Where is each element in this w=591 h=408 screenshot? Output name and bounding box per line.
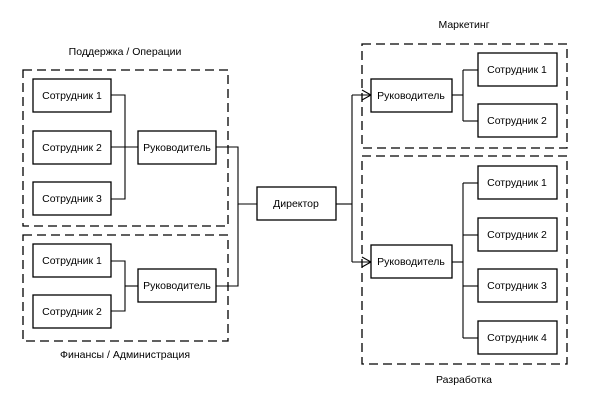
development-connectors [452, 182, 478, 339]
finance-employee-2[interactable]: Сотрудник 2 [32, 294, 112, 329]
marketing-employee-2[interactable]: Сотрудник 2 [477, 103, 558, 138]
finance-manager-label: Руководитель [143, 280, 211, 292]
support-employee-2[interactable]: Сотрудник 2 [32, 130, 112, 165]
marketing-employee-2-label: Сотрудник 2 [487, 115, 547, 127]
development-employee-3[interactable]: Сотрудник 3 [477, 268, 558, 303]
group-development-frame [361, 155, 568, 365]
director-right-connectors [336, 89, 373, 268]
marketing-manager-label: Руководитель [377, 90, 445, 102]
group-development-label: Разработка [436, 374, 492, 386]
marketing-employee-1-label: Сотрудник 1 [487, 64, 547, 76]
finance-manager[interactable]: Руководитель [137, 268, 217, 303]
support-employee-2-label: Сотрудник 2 [42, 142, 102, 154]
support-manager-label: Руководитель [143, 142, 211, 154]
development-manager-label: Руководитель [377, 256, 445, 268]
group-finance-frame [22, 234, 229, 342]
group-finance-label: Финансы / Администрация [60, 349, 190, 361]
director[interactable]: Директор [256, 186, 337, 221]
support-manager[interactable]: Руководитель [137, 130, 217, 165]
director-label: Директор [273, 198, 319, 210]
development-employee-4[interactable]: Сотрудник 4 [477, 320, 558, 355]
support-employee-3[interactable]: Сотрудник 3 [32, 181, 112, 216]
finance-connectors [111, 204, 239, 312]
support-employee-1-label: Сотрудник 1 [42, 90, 102, 102]
development-employee-1-label: Сотрудник 1 [487, 177, 547, 189]
group-marketing-frame [361, 43, 568, 149]
development-manager[interactable]: Руководитель [370, 244, 453, 279]
support-connectors [111, 94, 257, 205]
group-support-label: Поддержка / Операции [69, 46, 182, 58]
marketing-employee-1[interactable]: Сотрудник 1 [477, 52, 558, 87]
development-employee-1[interactable]: Сотрудник 1 [477, 165, 558, 200]
development-employee-2-label: Сотрудник 2 [487, 229, 547, 241]
group-support-frame [22, 69, 229, 227]
support-employee-3-label: Сотрудник 3 [42, 193, 102, 205]
marketing-manager[interactable]: Руководитель [370, 78, 453, 113]
marketing-connectors [452, 69, 478, 122]
finance-employee-1-label: Сотрудник 1 [42, 255, 102, 267]
finance-employee-1[interactable]: Сотрудник 1 [32, 243, 112, 278]
development-employee-4-label: Сотрудник 4 [487, 332, 547, 344]
development-employee-2[interactable]: Сотрудник 2 [477, 217, 558, 252]
development-employee-3-label: Сотрудник 3 [487, 280, 547, 292]
support-employee-1[interactable]: Сотрудник 1 [32, 78, 112, 113]
finance-employee-2-label: Сотрудник 2 [42, 306, 102, 318]
group-marketing-label: Маркетинг [438, 19, 489, 31]
